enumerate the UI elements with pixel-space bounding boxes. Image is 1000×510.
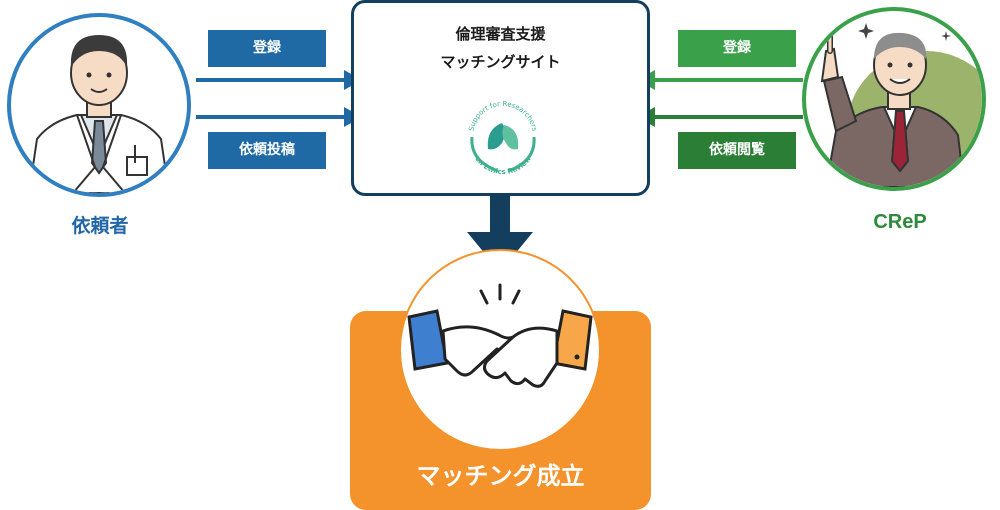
- matching-site-box: 倫理審査支援 マッチングサイト Support for Researchers …: [351, 0, 650, 196]
- requester-label: 依頼者: [71, 215, 129, 237]
- site-title-line2: マッチングサイト: [440, 53, 561, 71]
- requester-register-tag: 登録: [208, 30, 326, 67]
- crep-avatar: [802, 7, 986, 191]
- crep-label: CReP: [873, 211, 927, 233]
- businessman-illustration: [820, 23, 982, 187]
- matching-success-label: マッチング成立: [416, 462, 585, 490]
- svg-text:on Ethics Review: on Ethics Review: [473, 154, 533, 176]
- handshake-icon: [407, 283, 593, 388]
- site-logo: Support for Researchers on Ethics Review: [467, 100, 538, 176]
- crep-register-tag: 登録: [678, 30, 796, 67]
- requester-arrows: [196, 70, 362, 127]
- site-title-line1: 倫理審査支援: [455, 25, 546, 43]
- logo-text-bottom: on Ethics Review: [473, 154, 533, 176]
- doctor-illustration: [27, 35, 171, 193]
- requester-avatar: [7, 13, 191, 197]
- crep-view-request-tag: 依頼閲覧: [678, 132, 796, 169]
- crep-arrows: [637, 70, 803, 127]
- requester-post-request-tag: 依頼投稿: [208, 132, 326, 169]
- handshake-circle: [399, 249, 601, 451]
